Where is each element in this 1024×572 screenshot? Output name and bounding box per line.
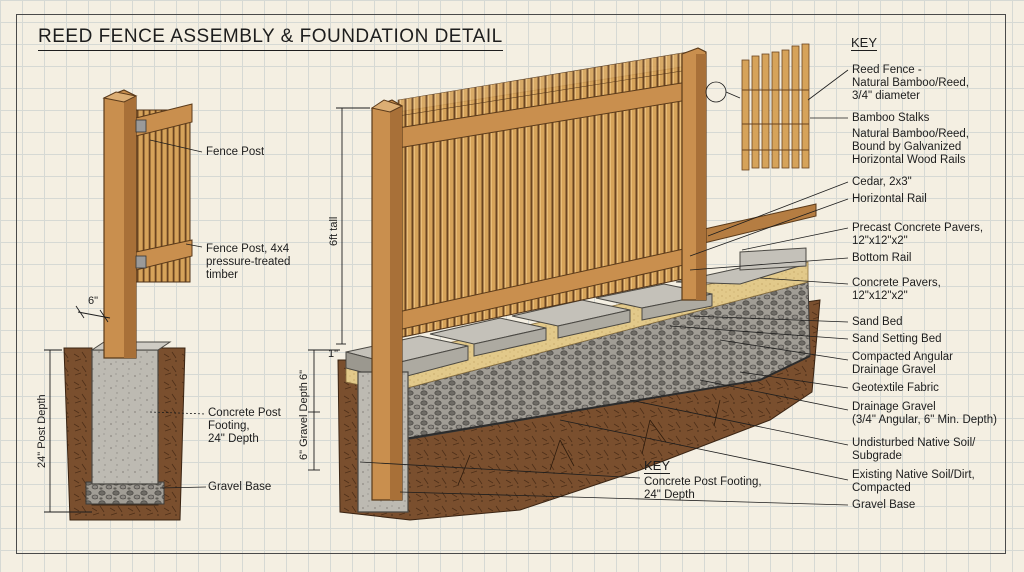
label-bamboo-stalks: Bamboo Stalks [852,112,930,124]
label-natural-bamboo-3: Horizontal Wood Rails [852,154,966,166]
label-precast-pavers-1: Precast Concrete Pavers, [852,222,984,234]
left-width-dim: 6" [88,295,99,307]
left-label-post-spec-2: pressure-treated [206,256,291,268]
geotextile-fabric [397,355,811,441]
label-bottom-rail: Bottom Rail [852,252,912,264]
label-native-soil-1: Undisturbed Native Soil/ [852,437,976,449]
label-precast-pavers-2: 12"x12"x2" [852,235,908,247]
left-label-footing-3: 24" Depth [208,433,259,445]
left-bracket-top [135,119,147,133]
leader-lines [359,69,849,506]
left-concrete-footing [91,349,159,485]
bamboo-stalks-detail [741,43,810,171]
label-drainage-gravel-2: (3/4" Angular, 6" Min. Depth) [852,414,997,426]
gravel-depth-dim: 6" Gravel Depth [298,382,310,460]
left-label-post-spec-1: Fence Post, 4x4 [206,243,290,255]
left-post-detail [44,89,207,521]
label-reed-fence-2: Natural Bamboo/Reed, [852,77,969,89]
left-label-footing-2: Footing, [208,420,250,432]
label-sand-bed: Sand Bed [852,316,903,328]
bottom-key-label-1: Concrete Post Footing, [644,476,762,488]
paver-thick-dim: 1" [328,348,339,360]
label-gravel-base: Gravel Base [852,499,916,511]
pavers [345,247,807,381]
label-sand-setting-bed: Sand Setting Bed [852,333,942,345]
label-existing-soil-1: Existing Native Soil/Dirt, [852,469,975,481]
label-reed-fence-1: Reed Fence - [852,64,922,76]
label-compacted-gravel-2: Drainage Gravel [852,364,936,376]
label-natural-bamboo-1: Natural Bamboo/Reed, [852,128,969,140]
left-label-post-spec-3: timber [206,269,238,281]
bottom-key-label-2: 24" Depth [644,489,695,501]
key-heading: KEY [851,35,878,51]
left-label-fence-post: Fence Post [206,146,265,158]
diagram-title: REED FENCE ASSEMBLY & FOUNDATION DETAIL [38,26,503,51]
height-dim: 6ft tall [328,216,340,246]
left-label-footing-1: Concrete Post [208,407,281,419]
label-geotextile: Geotextile Fabric [852,382,939,394]
label-horizontal-rail: Horizontal Rail [852,193,927,205]
key-heading-bottom: KEY [644,458,671,474]
label-concrete-pavers-2: 12"x12"x2" [852,290,908,302]
label-existing-soil-2: Compacted [852,482,911,494]
label-natural-bamboo-2: Bound by Galvanized [852,141,962,153]
left-label-gravel-base: Gravel Base [208,481,272,493]
label-reed-fence-3: 3/4" diameter [852,90,921,102]
label-compacted-gravel-1: Compacted Angular [852,351,954,363]
label-concrete-pavers-1: Concrete Pavers, [852,277,941,289]
left-gravel-base [85,481,165,505]
label-drainage-gravel-1: Drainage Gravel [852,401,936,413]
label-cedar: Cedar, 2x3" [852,176,912,188]
top-gravel-dim: 6" [298,369,310,380]
main-assembly [308,43,821,521]
left-bracket-bottom [135,255,147,269]
label-native-soil-2: Subgrade [852,450,902,462]
drawing-border [16,14,1006,554]
left-post-depth-dim: 24" Post Depth [36,394,48,468]
